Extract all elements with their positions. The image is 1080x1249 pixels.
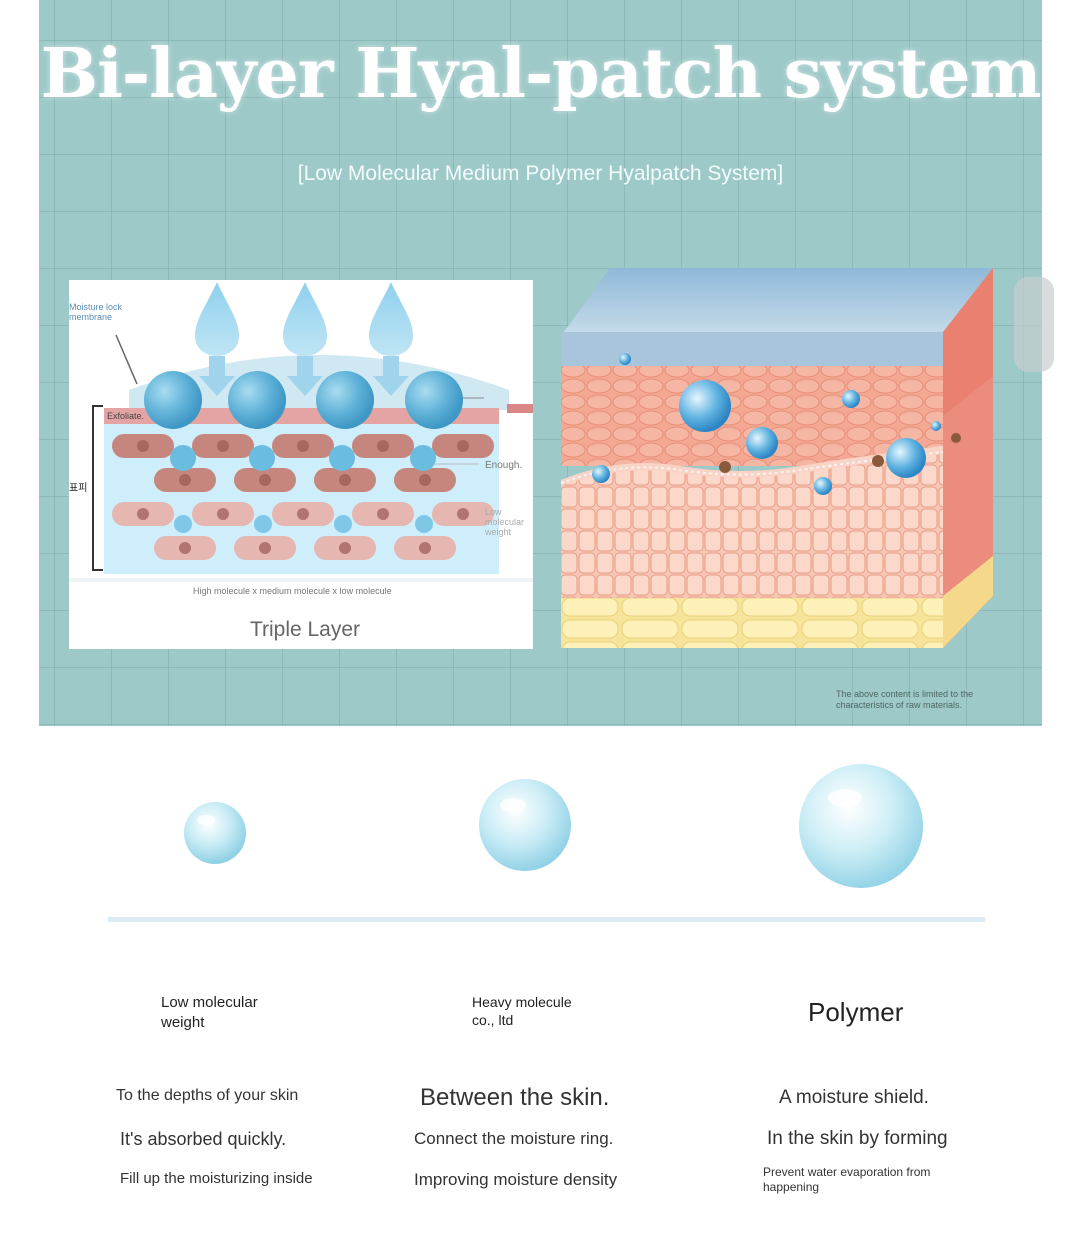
raw-material-footnote: The above content is limited to the char… xyxy=(836,689,974,710)
medium-molecule-bubble-icon xyxy=(479,779,571,871)
triple-layer-illustration xyxy=(69,282,533,582)
column-title-low: Low molecular weight xyxy=(161,994,258,1031)
polymer-desc-2: In the skin by forming xyxy=(767,1128,948,1149)
polymer-desc-1: A moisture shield. xyxy=(779,1087,929,1108)
column-title-medium: Heavy molecule co., ltd xyxy=(472,994,572,1029)
epidermis-label: 표피 xyxy=(69,483,88,494)
layer-caption: High molecule x medium molecule x low mo… xyxy=(193,586,392,596)
section-divider xyxy=(108,917,985,922)
polymer-bubble-icon xyxy=(799,764,923,888)
low-desc-1: To the depths of your skin xyxy=(116,1087,299,1104)
skin-cross-section xyxy=(560,268,993,648)
hero-banner: Bi-layer Hyal-patch system [Low Molecula… xyxy=(39,0,1042,726)
medium-desc-1: Between the skin. xyxy=(420,1084,610,1111)
medium-desc-2: Connect the moisture ring. xyxy=(414,1129,614,1148)
exfoliate-label: Exfoliate. xyxy=(107,411,145,421)
scroll-handle[interactable] xyxy=(1014,277,1054,372)
low-desc-3: Fill up the moisturizing inside xyxy=(120,1170,313,1187)
enough-label: Enough. xyxy=(485,460,523,471)
triple-layer-title: Triple Layer xyxy=(249,618,361,641)
low-molecule-bubble-icon xyxy=(184,802,246,864)
low-desc-2: It's absorbed quickly. xyxy=(120,1129,287,1149)
medium-desc-3: Improving moisture density xyxy=(414,1170,618,1189)
moisture-lock-label: Moisture lock membrane xyxy=(69,302,123,322)
page-subtitle: [Low Molecular Medium Polymer Hyalpatch … xyxy=(297,162,784,185)
triple-layer-diagram: Moisture lock membrane Exfoliate. 표피 Eno… xyxy=(69,280,533,649)
page-title: Bi-layer Hyal-patch system xyxy=(40,34,1042,114)
low-weight-label: Low molecular weight xyxy=(485,507,525,537)
column-title-polymer: Polymer xyxy=(808,997,904,1027)
polymer-desc-3: Prevent water evaporation from happening xyxy=(763,1165,931,1194)
